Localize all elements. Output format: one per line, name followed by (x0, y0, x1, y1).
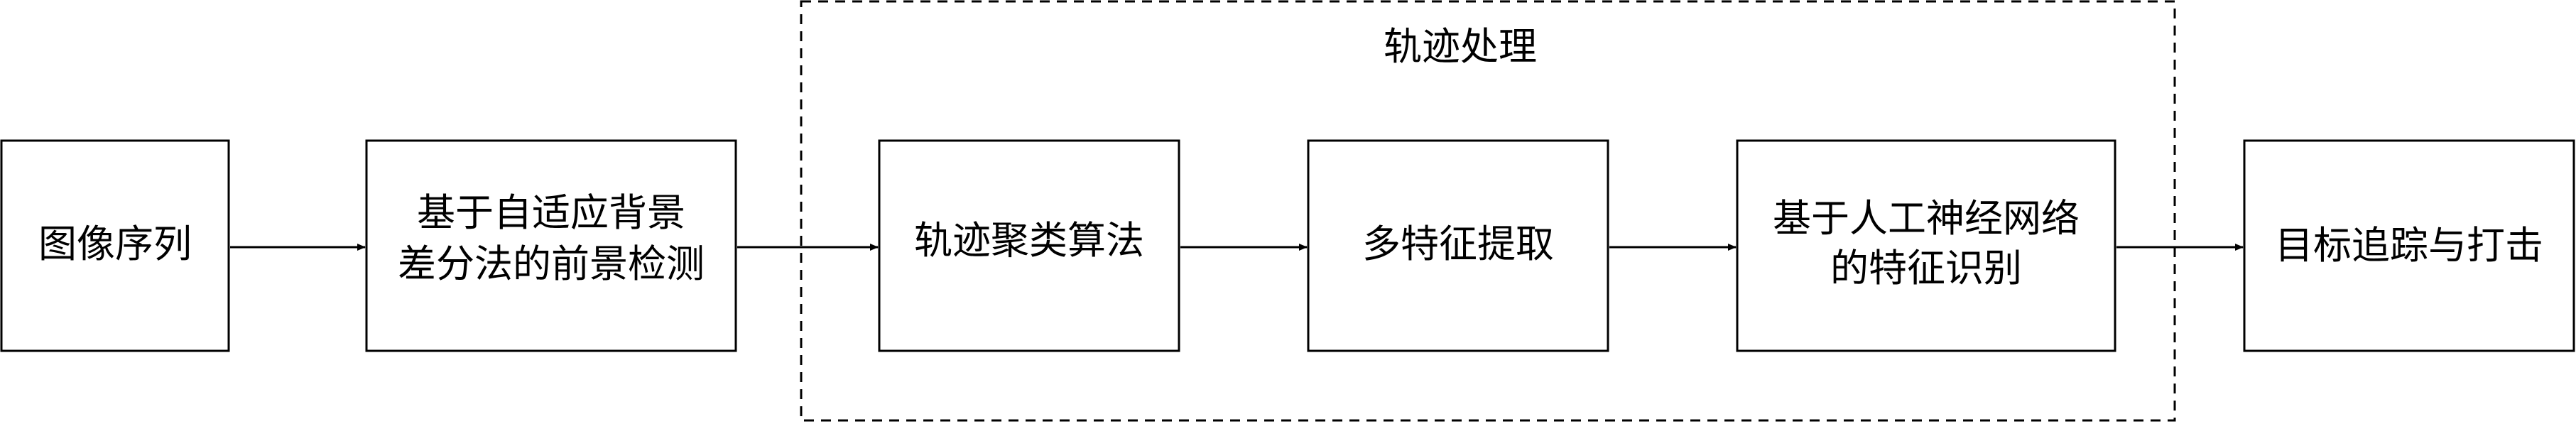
node-adaptive-bg-detection: 基于自适应背景 差分法的前景检测 (365, 139, 737, 352)
node-trajectory-clustering: 轨迹聚类算法 (878, 139, 1180, 352)
node-multi-feature-extraction: 多特征提取 (1307, 139, 1609, 352)
node-image-sequence: 图像序列 (0, 139, 230, 352)
node-label-line-1: 基于自适应背景 (417, 190, 685, 235)
node-label-line-2: 的特征识别 (1830, 246, 2022, 290)
node-label: 图像序列 (38, 222, 192, 266)
group-frame (800, 0, 2176, 422)
node-target-tracking-strike: 目标追踪与打击 (2243, 139, 2575, 352)
node-label: 目标追踪与打击 (2275, 223, 2543, 268)
node-label: 轨迹聚类算法 (914, 218, 1144, 263)
group-label: 轨迹处理 (1384, 24, 1537, 69)
node-ann-feature-recognition: 基于人工神经网络 的特征识别 (1736, 139, 2116, 352)
node-label-line-1: 基于人工神经网络 (1773, 196, 2080, 241)
node-label-line-2: 差分法的前景检测 (398, 241, 705, 286)
node-label: 多特征提取 (1362, 222, 1554, 266)
